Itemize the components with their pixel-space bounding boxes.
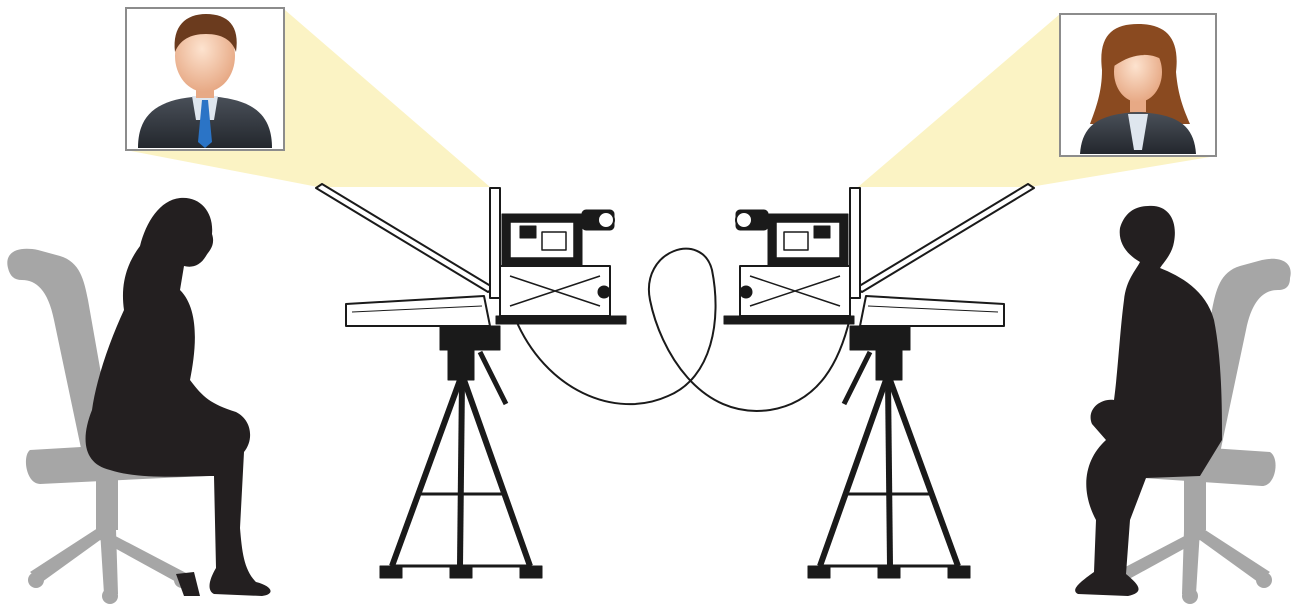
male-avatar-icon: [125, 7, 285, 151]
camera-icon: [735, 209, 849, 267]
female-avatar-icon: [1059, 13, 1217, 157]
left-hood-arm: [315, 183, 495, 293]
tripod-icon: [389, 378, 533, 568]
left-teleprompter-rig: [315, 183, 627, 579]
tripod-icon: [817, 378, 961, 568]
camera-icon: [501, 209, 615, 267]
right-man-silhouette: [1075, 205, 1222, 596]
left-woman-silhouette: [85, 197, 271, 596]
right-teleprompter-rig: [723, 183, 1035, 579]
video-cable: [514, 247, 851, 412]
